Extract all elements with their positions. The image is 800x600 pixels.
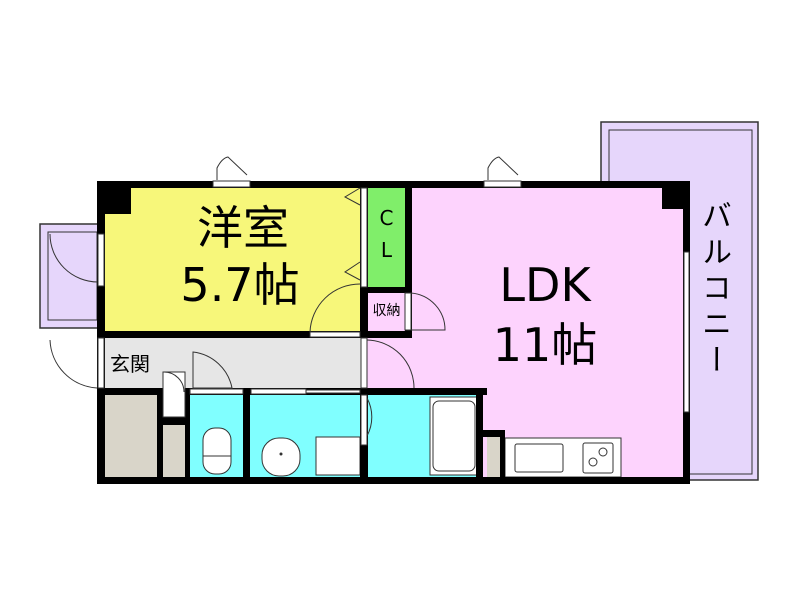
- closet: [368, 188, 405, 287]
- entrance-label: 玄関: [110, 352, 150, 376]
- kitchen-counter: [504, 437, 622, 478]
- ldk-label: LDK: [499, 258, 591, 312]
- storage-label: 収納: [372, 303, 401, 319]
- toilet-fixture: [202, 427, 232, 475]
- shoe-storage: [105, 395, 157, 477]
- washing-machine-space: [315, 436, 361, 476]
- western-room: [105, 188, 362, 333]
- storage: [368, 293, 405, 331]
- stove-burner-icon: [588, 457, 598, 467]
- ldk-size: 11帖: [492, 318, 598, 372]
- western-room-label: 洋室: [197, 201, 289, 255]
- small-balcony: [39, 223, 99, 329]
- sink: [261, 437, 301, 477]
- kitchen-storage: [487, 437, 500, 477]
- western-room-size: 5.7帖: [180, 258, 300, 312]
- doors: [49, 156, 690, 446]
- closet-label-c: C: [379, 206, 394, 230]
- balcony-label: バルコニー: [696, 200, 731, 380]
- ldk-hall: [360, 338, 415, 390]
- entrance: [105, 338, 362, 390]
- bathtub: [429, 396, 479, 476]
- small-storage: [163, 425, 185, 477]
- closet-label-l: L: [380, 238, 393, 262]
